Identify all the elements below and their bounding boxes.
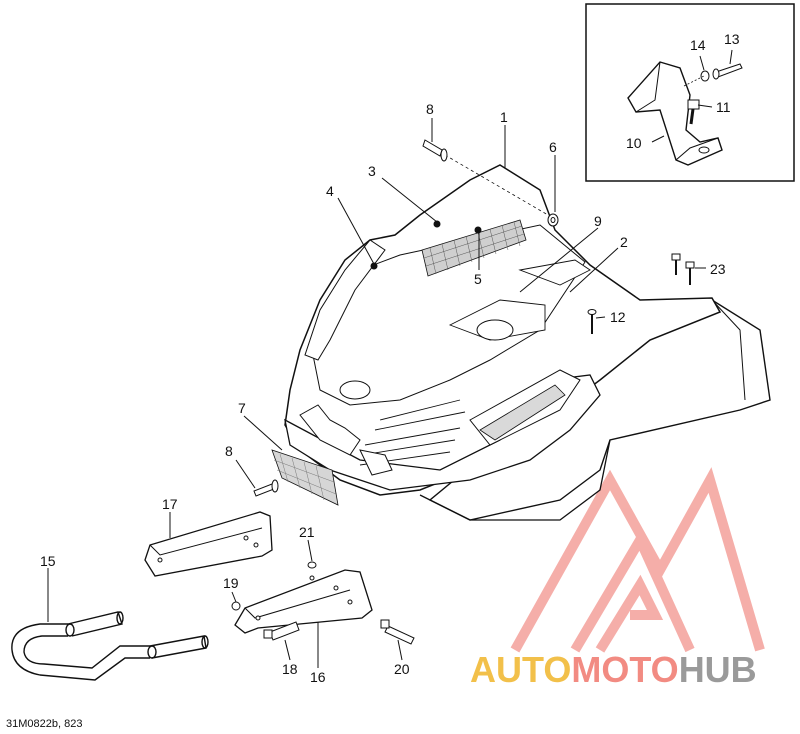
callout-18: 18 [282, 661, 298, 677]
plate-16 [234, 569, 373, 634]
watermark-logo [510, 467, 765, 653]
callout-23: 23 [710, 261, 726, 277]
handle-15 [11, 611, 209, 681]
callout-13: 13 [724, 31, 740, 47]
callout-8-top: 8 [426, 101, 434, 117]
watermark-moto: MOTO [571, 649, 678, 690]
callout-6: 6 [549, 139, 557, 155]
rivet-8-top [422, 139, 448, 162]
callout-3: 3 [368, 163, 376, 179]
watermark-auto: AUTO [470, 649, 571, 690]
mesh-7 [271, 449, 339, 506]
callout-20: 20 [394, 661, 410, 677]
watermark-text: AUTOMOTOHUB [470, 649, 757, 690]
callout-19: 19 [223, 575, 239, 591]
inset-detail [585, 3, 795, 182]
callout-11: 11 [716, 99, 731, 115]
callout-2: 2 [620, 234, 628, 250]
callout-21: 21 [299, 524, 315, 540]
leader-lines [47, 118, 706, 668]
watermark-hub: HUB [679, 649, 757, 690]
callout-4: 4 [326, 183, 334, 199]
callout-17: 17 [162, 496, 178, 512]
callout-8-bottom: 8 [225, 443, 233, 459]
callout-1: 1 [500, 109, 508, 125]
callouts: 1 2 3 4 5 6 7 8 8 9 10 11 12 13 14 15 16… [40, 31, 740, 685]
fasteners-16 [231, 561, 415, 645]
belly-pan [284, 154, 771, 521]
callout-16: 16 [310, 669, 326, 685]
bolts-23 [671, 253, 695, 285]
callout-10: 10 [626, 135, 642, 151]
callout-14: 14 [690, 37, 706, 53]
callout-7: 7 [238, 400, 246, 416]
callout-15: 15 [40, 553, 56, 569]
svg-text:AUTOMOTOHUB: AUTOMOTOHUB [470, 649, 757, 690]
callout-9: 9 [594, 213, 602, 229]
diagram-reference-code: 31M0822b, 823 [6, 718, 82, 730]
rivet-8-bottom [253, 479, 279, 497]
bracket-17 [144, 511, 273, 577]
callout-12: 12 [610, 309, 626, 325]
rivet-12 [587, 309, 597, 334]
callout-5: 5 [474, 271, 482, 287]
